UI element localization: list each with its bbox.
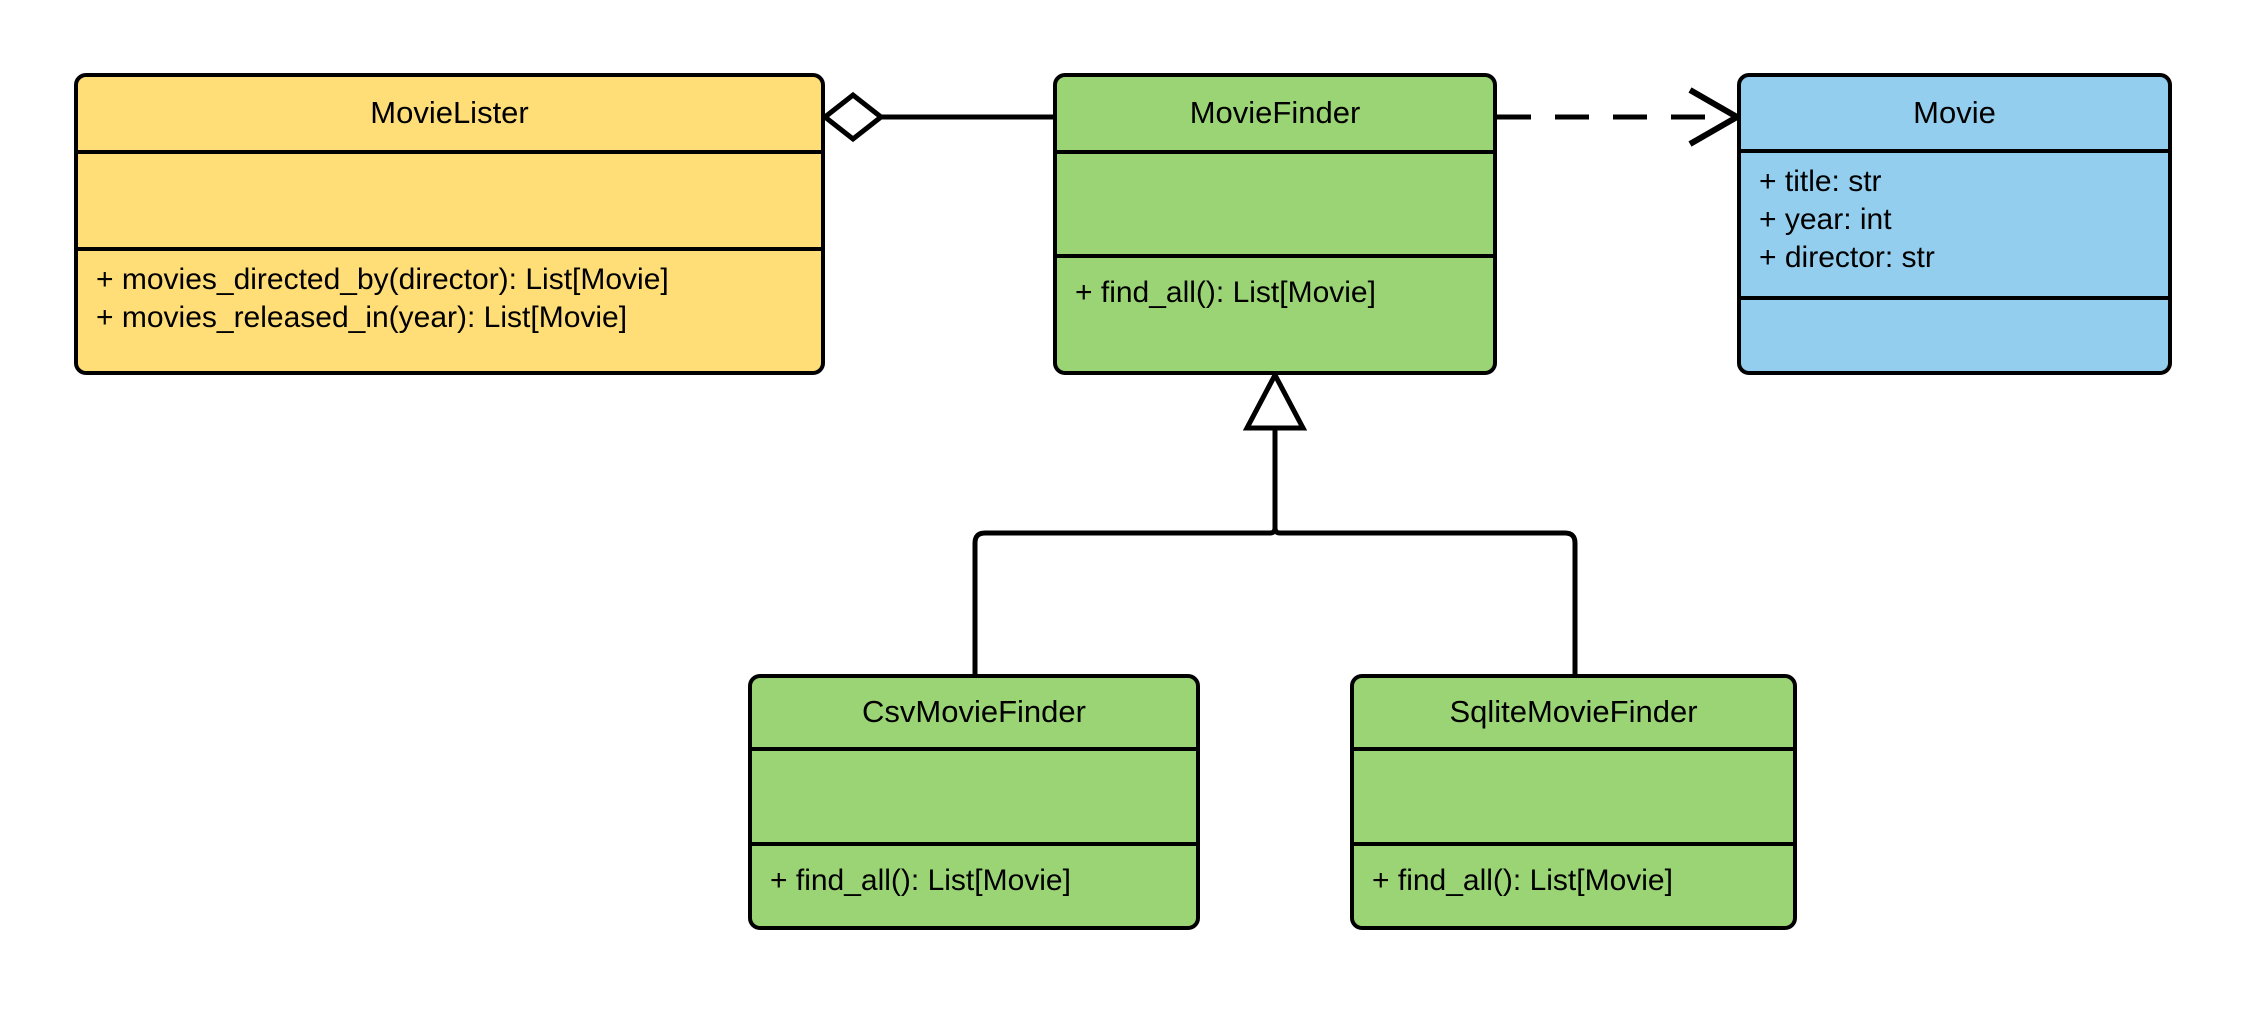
attributes-compartment-csv-movie-finder	[752, 747, 1196, 842]
methods-compartment-sqlite-movie-finder: + find_all(): List[Movie]	[1354, 842, 1793, 926]
class-box-movie-lister[interactable]: MovieLister + movies_directed_by(directo…	[74, 73, 825, 375]
generalization-branch-csv	[972, 527, 1278, 674]
methods-compartment-movie-lister: + movies_directed_by(director): List[Mov…	[78, 247, 821, 371]
method-item: + movies_released_in(year): List[Movie]	[96, 300, 628, 334]
generalization-branch-sqlite	[1272, 527, 1578, 674]
class-name-movie: Movie	[1913, 94, 1996, 130]
class-name-movie-lister: MovieLister	[370, 95, 529, 131]
class-name-sqlite-movie-finder: SqliteMovieFinder	[1449, 694, 1698, 730]
methods-compartment-movie-finder: + find_all(): List[Movie]	[1057, 254, 1493, 371]
attribute-item: + director: str	[1759, 240, 1935, 274]
method-item: + find_all(): List[Movie]	[1075, 276, 1376, 309]
method-item: + movies_directed_by(director): List[Mov…	[96, 263, 669, 296]
aggregation-edge-lister-finder	[820, 91, 1053, 143]
open-arrow-marker	[1688, 87, 1744, 147]
attribute-item: + year: int	[1759, 202, 1892, 236]
class-box-csv-movie-finder[interactable]: CsvMovieFinder + find_all(): List[Movie]	[748, 674, 1200, 930]
class-box-sqlite-movie-finder[interactable]: SqliteMovieFinder + find_all(): List[Mov…	[1350, 674, 1797, 930]
methods-compartment-csv-movie-finder: + find_all(): List[Movie]	[752, 842, 1196, 926]
class-name-movie-finder: MovieFinder	[1189, 95, 1361, 131]
attributes-compartment-movie: + title: str + year: int + director: str	[1741, 149, 2168, 296]
class-box-movie[interactable]: Movie + title: str + year: int + directo…	[1737, 73, 2172, 375]
method-item: + find_all(): List[Movie]	[770, 864, 1071, 897]
attribute-item: + title: str	[1759, 165, 1882, 198]
hollow-triangle-marker	[1242, 369, 1308, 431]
hollow-diamond-marker	[820, 91, 886, 143]
dependency-edge-finder-movie	[1497, 87, 1744, 147]
method-item: + find_all(): List[Movie]	[1372, 864, 1673, 897]
generalization-edges	[972, 369, 1578, 674]
attributes-compartment-sqlite-movie-finder	[1354, 747, 1793, 842]
methods-compartment-movie	[1741, 296, 2168, 371]
attributes-compartment-movie-lister	[78, 150, 821, 247]
class-name-csv-movie-finder: CsvMovieFinder	[862, 694, 1086, 730]
class-box-movie-finder[interactable]: MovieFinder + find_all(): List[Movie]	[1053, 73, 1497, 375]
attributes-compartment-movie-finder	[1057, 150, 1493, 254]
